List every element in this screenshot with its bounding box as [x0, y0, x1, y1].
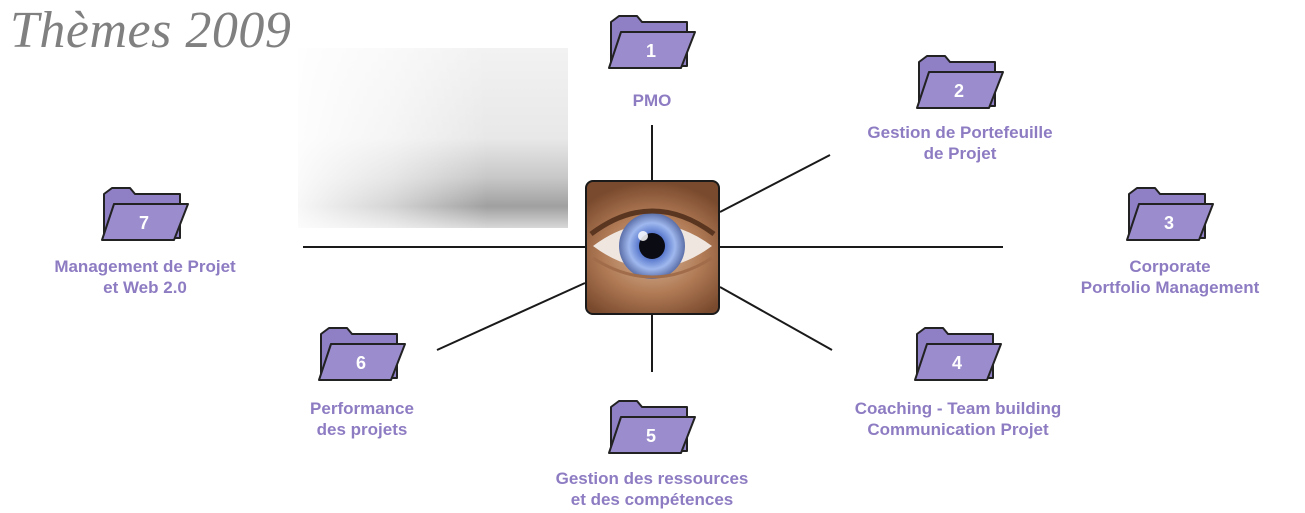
- folder-icon-4: 4: [914, 327, 1002, 381]
- folder-number-7: 7: [139, 213, 149, 233]
- folder-number-6: 6: [356, 353, 366, 373]
- page-title: Thèmes 2009: [10, 2, 292, 59]
- theme-label-6-line-2: des projets: [316, 420, 408, 439]
- theme-label-2-line-1: Gestion de Portefeuille: [867, 123, 1053, 142]
- theme-label-5-line-2: et des compétences: [570, 490, 734, 509]
- theme-label-2-line-2: de Projet: [923, 144, 997, 163]
- connector-2: [719, 154, 831, 213]
- theme-label-2[interactable]: Gestion de Portefeuille de Projet: [810, 122, 1110, 164]
- folder-icon-3: 3: [1126, 187, 1214, 241]
- theme-folder-4[interactable]: 4: [913, 322, 1003, 384]
- theme-folder-3[interactable]: 3: [1125, 182, 1215, 244]
- folder-number-1: 1: [646, 41, 656, 61]
- folder-icon-1: 1: [608, 15, 696, 69]
- theme-folder-6[interactable]: 6: [317, 322, 407, 384]
- theme-label-7[interactable]: Management de Projet et Web 2.0: [0, 256, 295, 298]
- folder-number-3: 3: [1164, 213, 1174, 233]
- connector-6: [436, 282, 586, 351]
- folder-icon-6: 6: [318, 327, 406, 381]
- folder-icon-5: 5: [608, 400, 696, 454]
- folder-number-5: 5: [646, 426, 656, 446]
- theme-label-1[interactable]: PMO: [502, 90, 802, 111]
- theme-folder-5[interactable]: 5: [607, 395, 697, 457]
- theme-folder-7[interactable]: 7: [100, 182, 190, 244]
- theme-label-5[interactable]: Gestion des ressources et des compétences: [502, 468, 802, 510]
- theme-label-3-line-2: Portfolio Management: [1080, 278, 1260, 297]
- theme-label-4-line-2: Communication Projet: [867, 420, 1049, 439]
- theme-label-5-line-1: Gestion des ressources: [555, 469, 749, 488]
- theme-folder-1[interactable]: 1: [607, 10, 697, 72]
- background-photo: [298, 48, 568, 228]
- connector-4: [719, 286, 833, 351]
- folder-icon-7: 7: [101, 187, 189, 241]
- theme-label-6[interactable]: Performance des projets: [212, 398, 512, 440]
- folder-number-2: 2: [954, 81, 964, 101]
- eye-icon: [589, 208, 716, 279]
- theme-label-1-line-1: PMO: [632, 91, 672, 110]
- theme-label-4-line-1: Coaching - Team building: [854, 399, 1062, 418]
- eye-image: [585, 180, 720, 315]
- theme-label-7-line-2: et Web 2.0: [103, 278, 187, 297]
- theme-label-7-line-1: Management de Projet: [54, 257, 236, 276]
- folder-number-4: 4: [952, 353, 962, 373]
- folder-icon-2: 2: [916, 55, 1004, 109]
- theme-label-3-line-1: Corporate: [1129, 257, 1211, 276]
- theme-label-6-line-1: Performance: [310, 399, 414, 418]
- theme-folder-2[interactable]: 2: [915, 50, 1005, 112]
